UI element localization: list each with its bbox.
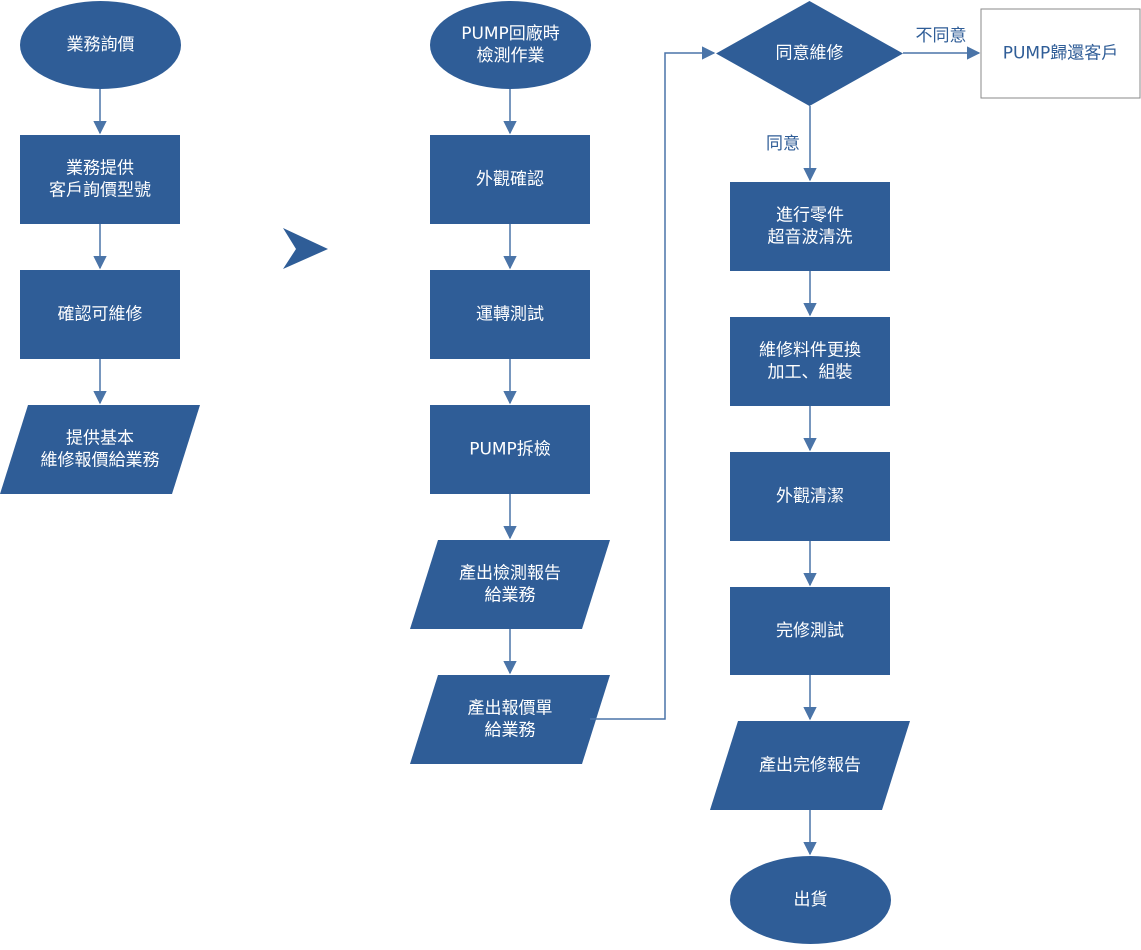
terminal-ellipse bbox=[730, 856, 891, 944]
node-label: 進行零件 bbox=[776, 206, 844, 226]
node-label: 加工、組裝 bbox=[768, 363, 853, 383]
terminal-ellipse bbox=[20, 1, 181, 89]
node-label: 超音波清洗 bbox=[768, 228, 853, 248]
node-label: 產出報價單 bbox=[468, 699, 553, 719]
node-label: 外觀確認 bbox=[476, 170, 544, 190]
node-label: 出貨 bbox=[794, 890, 828, 910]
io-parallelogram bbox=[0, 405, 200, 494]
node-label: 檢測作業 bbox=[477, 46, 545, 66]
node-label: 提供基本 bbox=[66, 429, 134, 449]
node-label: 客戶詢價型號 bbox=[49, 181, 151, 201]
node-label: 確認可維修 bbox=[58, 305, 143, 325]
node-agree-repair: 同意維修 bbox=[716, 1, 903, 106]
node-label: 同意維修 bbox=[776, 44, 844, 64]
terminal-ellipse bbox=[430, 1, 591, 89]
process-box bbox=[430, 135, 590, 224]
process-box bbox=[430, 270, 590, 359]
node-label: 外觀清潔 bbox=[776, 487, 844, 507]
node-label: PUMP拆檢 bbox=[469, 440, 551, 460]
chevron-right-icon bbox=[283, 228, 328, 269]
node-label: 完修測試 bbox=[776, 621, 844, 641]
edge-label-agree: 同意 bbox=[766, 134, 800, 154]
process-box bbox=[20, 270, 180, 359]
process-box bbox=[730, 182, 890, 271]
node-clean-exterior: 外觀清潔 bbox=[730, 452, 890, 541]
io-parallelogram bbox=[410, 675, 610, 764]
node-return-customer: PUMP歸還客戶 bbox=[980, 8, 1141, 99]
node-label: 產出完修報告 bbox=[759, 756, 861, 776]
node-label: 產出檢測報告 bbox=[459, 564, 561, 584]
node-label: 業務詢價 bbox=[67, 35, 135, 55]
process-box bbox=[20, 135, 180, 224]
node-final-report: 產出完修報告 bbox=[710, 721, 910, 810]
node-confirm-repairable: 確認可維修 bbox=[20, 270, 180, 359]
node-final-test: 完修測試 bbox=[730, 587, 890, 675]
node-label: 業務提供 bbox=[66, 159, 134, 179]
node-label: 維修報價給業務 bbox=[41, 451, 160, 471]
terminal-outline-box bbox=[980, 8, 1141, 99]
node-visual-check: 外觀確認 bbox=[430, 135, 590, 224]
node-ship: 出貨 bbox=[730, 856, 891, 944]
node-label: 給業務 bbox=[485, 586, 536, 606]
node-label: 運轉測試 bbox=[476, 305, 544, 325]
process-box bbox=[430, 405, 590, 494]
node-run-test: 運轉測試 bbox=[430, 270, 590, 359]
process-box bbox=[730, 587, 890, 675]
node-disassemble: PUMP拆檢 bbox=[430, 405, 590, 494]
node-label: PUMP歸還客戶 bbox=[1003, 44, 1119, 64]
node-label: 維修料件更換 bbox=[759, 341, 861, 361]
io-parallelogram bbox=[410, 540, 610, 629]
edge-label-disagree: 不同意 bbox=[916, 26, 967, 46]
process-box bbox=[730, 452, 890, 541]
node-inquiry: 業務詢價 bbox=[20, 1, 181, 89]
io-parallelogram bbox=[710, 721, 910, 810]
edge-quote-to-decision bbox=[590, 46, 716, 720]
node-label: PUMP回廠時 bbox=[461, 23, 560, 44]
decision-diamond bbox=[716, 1, 903, 106]
node-label: 給業務 bbox=[485, 721, 536, 741]
process-box bbox=[730, 317, 890, 406]
